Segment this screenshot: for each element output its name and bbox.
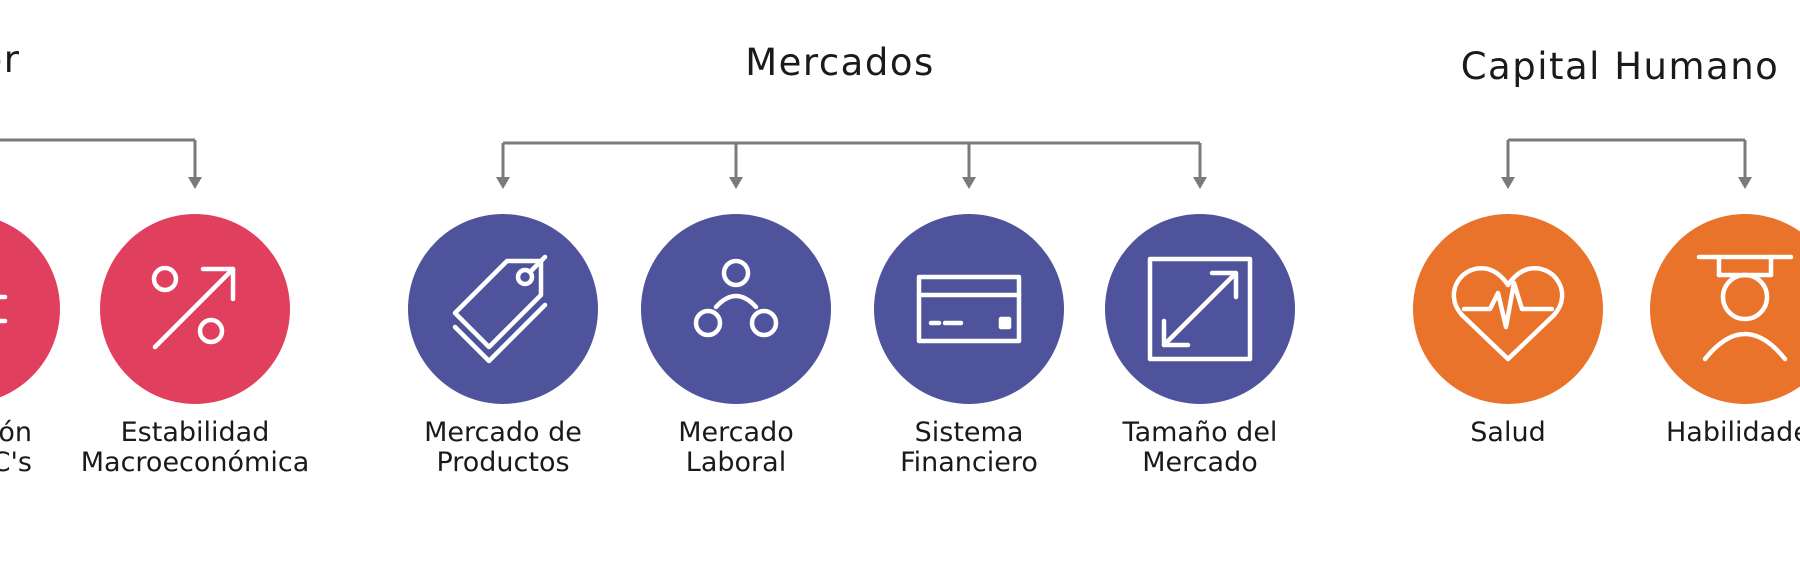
arrowhead-sistema-financiero <box>962 177 976 189</box>
pillar-label-habilidades: Habilidades <box>1605 418 1800 448</box>
group-title-capital-humano: Capital Humano <box>1460 45 1780 88</box>
pillar-label-line: Macroeconómica <box>80 447 310 478</box>
graduate-icon <box>1696 254 1794 362</box>
pillar-label-salud: Salud <box>1368 418 1648 448</box>
pillar-circle-estabilidad <box>100 214 290 404</box>
pillar-circle-salud <box>1413 214 1603 404</box>
arrowhead-habilidades <box>1738 177 1752 189</box>
pillar-label-line: Habilidades <box>1666 417 1800 448</box>
equals-icon <box>0 294 8 324</box>
pillar-circle-sistema-financiero <box>874 214 1064 404</box>
pillar-circle-mercado-laboral <box>641 214 831 404</box>
heart-pulse-icon <box>1451 265 1565 362</box>
pillar-circle-tamano-mercado <box>1105 214 1295 404</box>
pillar-label-line: Estabilidad <box>120 417 270 448</box>
arrowhead-salud <box>1501 177 1515 189</box>
arrowhead-mercado-laboral <box>729 177 743 189</box>
pillar-label-line: Sistema <box>914 417 1024 448</box>
pillar-label-line: Financiero <box>900 447 1038 478</box>
group-title-mercados: Mercados <box>745 41 935 84</box>
pillar-circle-habilidades <box>1650 214 1800 404</box>
pillar-label-line: Salud <box>1470 417 1546 448</box>
pillar-label-line: Mercado de <box>424 417 582 448</box>
credit-card-icon <box>916 274 1022 344</box>
pillar-circle-mercado-productos <box>408 214 598 404</box>
pillar-label-line: Productos <box>436 447 570 478</box>
arrowhead-tamano-mercado <box>1193 177 1207 189</box>
pillar-label-line: Tamaño del <box>1122 417 1278 448</box>
price-tag-icon <box>452 254 548 364</box>
expand-arrows-icon <box>1147 256 1253 362</box>
pillar-label-line: Mercado <box>1142 447 1258 478</box>
pillar-label-line: C's <box>0 447 32 478</box>
arrowhead-mercado-productos <box>496 177 510 189</box>
percent-trend-icon <box>151 265 236 350</box>
people-network-icon <box>693 258 779 338</box>
pillar-label-line: Laboral <box>685 447 787 478</box>
arrowhead-estabilidad <box>188 177 202 189</box>
pillar-label-line: Mercado <box>678 417 794 448</box>
pillar-label-line: ón <box>0 417 32 448</box>
group-title-partial-left: or <box>0 38 21 81</box>
